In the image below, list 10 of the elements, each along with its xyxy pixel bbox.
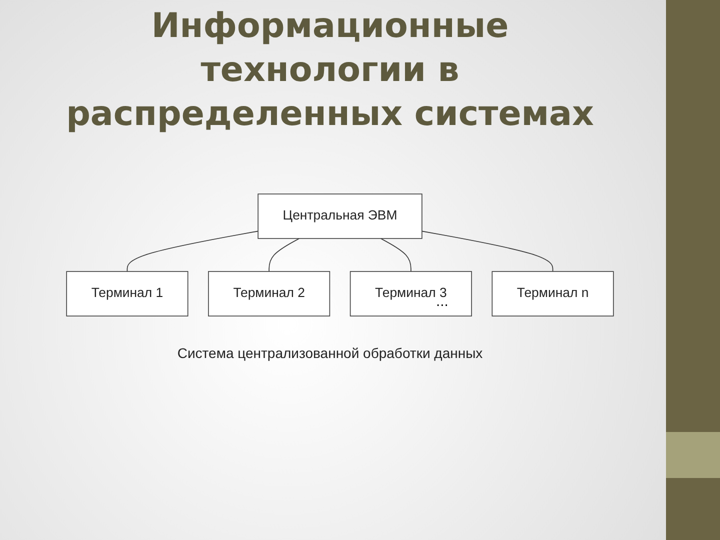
node-box: Терминал 1 bbox=[66, 271, 188, 316]
connector bbox=[380, 238, 412, 272]
node-box: Терминал 2 bbox=[208, 271, 330, 316]
slide-title: Информационные технологии в распределенных системах bbox=[65, 5, 595, 136]
connector bbox=[422, 230, 554, 272]
node-box: Центральная ЭВМ bbox=[258, 194, 422, 239]
diagram-caption: Система централизованной обработки данных bbox=[176, 345, 484, 361]
connector bbox=[126, 230, 258, 272]
connector bbox=[268, 238, 300, 272]
node-box: Терминал n bbox=[492, 271, 614, 316]
